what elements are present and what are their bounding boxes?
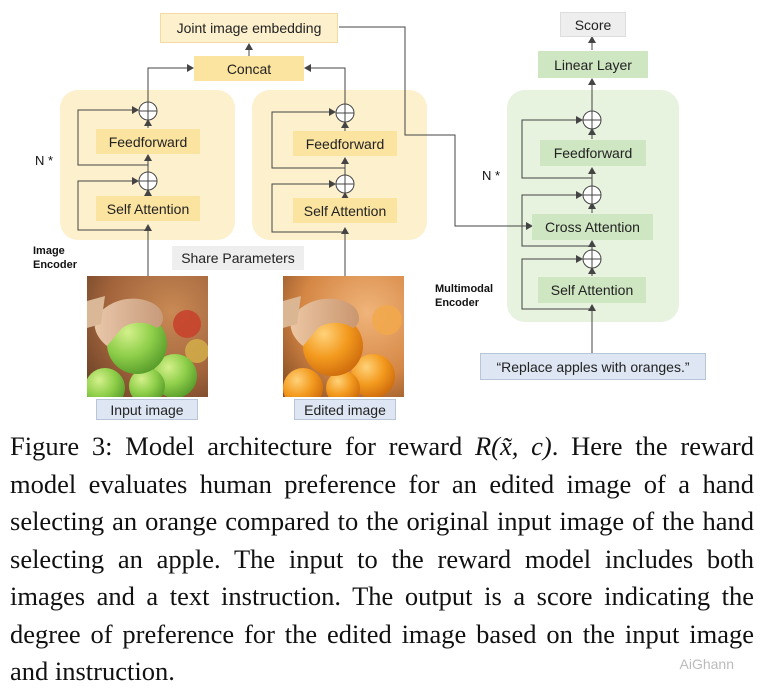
image-encoder-label-line1: Image [33, 245, 65, 257]
score-box: Score [560, 12, 626, 37]
input-image-label: Input image [96, 399, 198, 420]
watermark-text: AiGhann [679, 656, 734, 672]
figure-caption: Figure 3: Model architecture for reward … [10, 428, 754, 691]
input-image-photo [87, 276, 208, 397]
concat-box: Concat [194, 56, 304, 81]
text-instruction-input: “Replace apples with oranges.” [480, 353, 706, 380]
self-attention-box-right: Self Attention [293, 198, 397, 223]
share-parameters-label: Share Parameters [172, 246, 304, 270]
self-attention-box-multimodal: Self Attention [538, 277, 646, 303]
image-encoder-label: Image Encoder [33, 244, 77, 272]
edited-image-photo [283, 276, 404, 397]
linear-layer-box: Linear Layer [538, 51, 648, 78]
self-attention-box-left: Self Attention [96, 196, 200, 221]
caption-body: . Here the reward model evaluates human … [10, 431, 754, 686]
feedforward-box-left: Feedforward [96, 129, 200, 154]
multimodal-encoder-label-line2: Encoder [435, 297, 480, 309]
feedforward-box-right: Feedforward [293, 131, 397, 156]
image-encoder-label-line2: Encoder [33, 259, 78, 271]
n-repeat-label-multimodal: N * [482, 168, 501, 183]
joint-image-embedding-box: Joint image embedding [160, 13, 338, 43]
feedforward-box-multimodal: Feedforward [540, 140, 646, 166]
cross-attention-box: Cross Attention [532, 214, 653, 240]
multimodal-encoder-label-line1: Multimodal [435, 283, 494, 295]
n-repeat-label-image: N * [35, 153, 54, 168]
multimodal-encoder-label: Multimodal Encoder [435, 282, 493, 310]
edited-image-label: Edited image [294, 399, 396, 420]
caption-prefix: Figure 3: Model architecture for reward [10, 431, 475, 461]
caption-math: R(x̃, c) [474, 431, 552, 461]
